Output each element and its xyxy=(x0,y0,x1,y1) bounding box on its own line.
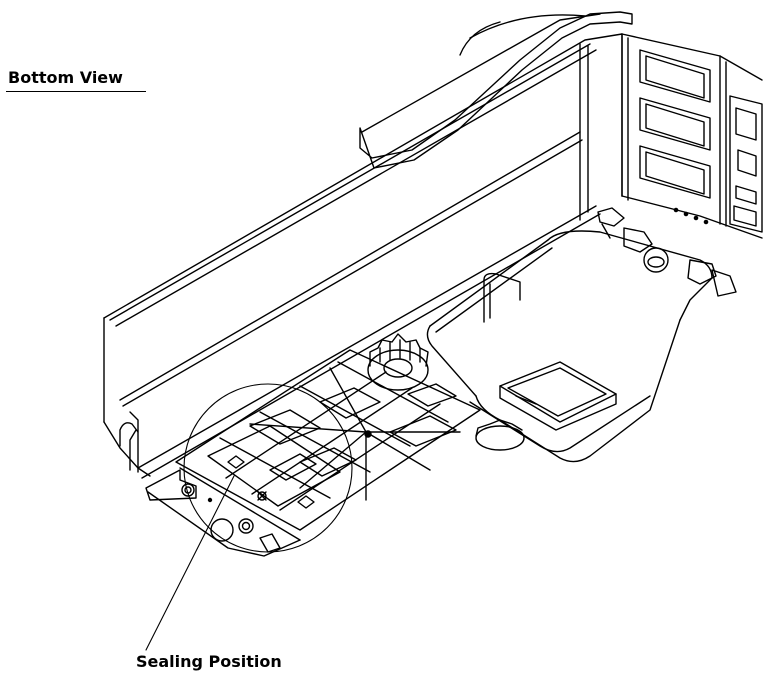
sealing-plate xyxy=(146,426,340,556)
paper-outlet xyxy=(427,231,712,462)
leader-line xyxy=(146,476,234,650)
view-title: Bottom View xyxy=(8,68,123,87)
printer-body xyxy=(104,34,622,478)
view-title-underline xyxy=(6,91,146,92)
sealing-position-label: Sealing Position xyxy=(136,652,282,671)
rubber-feet xyxy=(368,334,524,450)
hinge-latches xyxy=(598,208,736,296)
end-face xyxy=(622,34,762,238)
magnifier-circle xyxy=(184,384,352,552)
rear-handle xyxy=(360,12,632,168)
bottom-plate xyxy=(176,350,480,540)
